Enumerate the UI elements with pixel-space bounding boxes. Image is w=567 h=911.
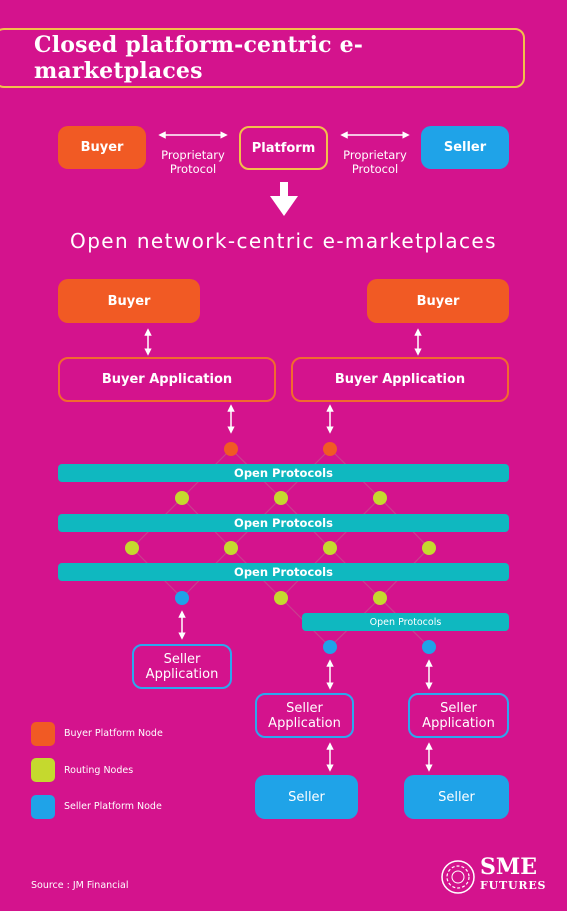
open-protocols-bar-3: Open Protocols [58, 563, 509, 581]
buyer-application-left: Buyer Application [58, 357, 276, 402]
open-buyer-left: Buyer [58, 279, 200, 323]
transition-down-arrow [270, 182, 298, 216]
seller-application-1-line2: Application [145, 666, 219, 682]
legend-buyer-swatch [31, 722, 55, 746]
seller-application-3: Seller Application [408, 693, 509, 738]
logo-circle-icon [441, 860, 475, 894]
legend-routing-swatch [31, 758, 55, 782]
legend-seller-label: Seller Platform Node [64, 801, 162, 812]
seller-application-3-line1: Seller [440, 700, 477, 716]
legend-buyer-label: Buyer Platform Node [64, 728, 163, 739]
seller-application-2-line1: Seller [286, 700, 323, 716]
buyer-platform-node [224, 442, 238, 456]
open-buyer-right: Buyer [367, 279, 509, 323]
seller-box-2: Seller [404, 775, 509, 819]
routing-node [274, 491, 288, 505]
proprietary-protocol-left-line2: Protocol [169, 162, 217, 176]
routing-node [422, 541, 436, 555]
title-banner: Closed platform-centric e-marketplaces [0, 28, 525, 88]
proprietary-protocol-left-line1: Proprietary [161, 148, 225, 162]
closed-buyer-box: Buyer [58, 126, 146, 169]
open-protocols-bar-2: Open Protocols [58, 514, 509, 532]
routing-node [274, 591, 288, 605]
closed-seller-box: Seller [421, 126, 509, 169]
buyer-application-right: Buyer Application [291, 357, 509, 402]
proprietary-protocol-right: Proprietary Protocol [334, 148, 416, 176]
logo-futures-text: FUTURES [480, 879, 547, 892]
open-protocols-bar-4: Open Protocols [302, 613, 509, 631]
routing-node [323, 541, 337, 555]
routing-node [224, 541, 238, 555]
page-title: Closed platform-centric e-marketplaces [34, 32, 364, 84]
section-subtitle: Open network-centric e-marketplaces [70, 229, 497, 253]
seller-application-1-line1: Seller [163, 651, 201, 667]
legend-routing-label: Routing Nodes [64, 765, 134, 776]
sme-futures-logo: SME FUTURES [438, 855, 556, 899]
routing-node [373, 591, 387, 605]
seller-application-3-line2: Application [422, 715, 495, 731]
seller-application-2: Seller Application [255, 693, 354, 738]
legend-seller-swatch [31, 795, 55, 819]
proprietary-protocol-right-line2: Protocol [351, 162, 399, 176]
source-note: Source : JM Financial [31, 880, 129, 891]
logo-sme-text: SME [480, 854, 538, 880]
seller-application-2-line2: Application [268, 715, 341, 731]
routing-node [373, 491, 387, 505]
open-protocols-bar-1: Open Protocols [58, 464, 509, 482]
seller-application-1: Seller Application [132, 644, 232, 689]
buyer-platform-node [323, 442, 337, 456]
seller-platform-node [175, 591, 189, 605]
proprietary-protocol-right-line1: Proprietary [343, 148, 407, 162]
proprietary-protocol-left: Proprietary Protocol [152, 148, 234, 176]
routing-node [125, 541, 139, 555]
seller-platform-node [323, 640, 337, 654]
seller-box-1: Seller [255, 775, 358, 819]
seller-platform-node [422, 640, 436, 654]
routing-node [175, 491, 189, 505]
closed-platform-box: Platform [239, 126, 328, 170]
